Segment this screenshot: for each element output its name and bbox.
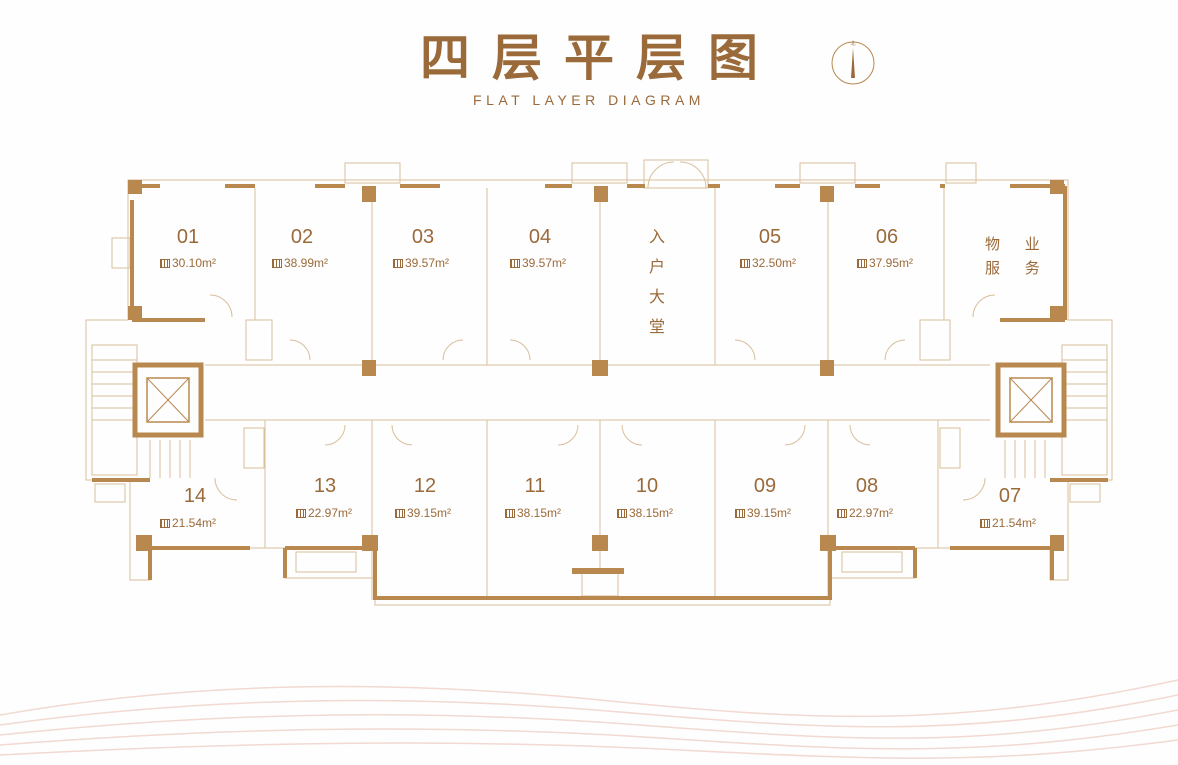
wave-decoration (0, 679, 1178, 759)
area-icon (510, 259, 520, 269)
unit-number: 02 (290, 226, 314, 248)
unit-area: 22.97m² (837, 506, 893, 520)
page-title: 四层平层图 (420, 29, 780, 87)
unit-area: 32.50m² (740, 256, 796, 270)
area-icon (740, 259, 750, 269)
unit-area: 39.57m² (510, 256, 566, 270)
unit-area: 39.57m² (393, 256, 449, 270)
unit-area: 37.95m² (857, 256, 913, 270)
unit-area-value: 37.95m² (869, 256, 914, 270)
unit-area: 21.54m² (980, 516, 1036, 530)
unit-area-value: 39.15m² (407, 506, 452, 520)
unit-number: 13 (313, 475, 337, 497)
unit-number: 04 (528, 226, 552, 248)
unit-area: 38.99m² (272, 256, 328, 270)
compass-label: 北 (850, 40, 855, 47)
service-label-line1: 物 业 (985, 235, 1050, 253)
unit-number: 14 (183, 485, 207, 507)
area-icon (837, 509, 847, 519)
unit-area-value: 39.57m² (405, 256, 450, 270)
unit-area-value: 21.54m² (992, 516, 1037, 530)
compass-icon: 北 (831, 40, 875, 85)
unit-number: 01 (176, 226, 200, 248)
unit-number: 09 (753, 475, 777, 497)
page-subtitle: FLAT LAYER DIAGRAM (473, 92, 705, 108)
area-icon (395, 509, 405, 519)
unit-area: 39.15m² (395, 506, 451, 520)
unit-area-value: 39.15m² (747, 506, 792, 520)
unit-number: 12 (413, 475, 437, 497)
unit-area-value: 30.10m² (172, 256, 217, 270)
area-icon (272, 259, 282, 269)
area-icon (296, 509, 306, 519)
area-icon (735, 509, 745, 519)
unit-area-value: 22.97m² (849, 506, 894, 520)
unit-number: 03 (411, 226, 435, 248)
lobby-label: 入户大堂 (648, 227, 665, 336)
unit-area: 38.15m² (505, 506, 561, 520)
unit-area-value: 32.50m² (752, 256, 797, 270)
unit-number: 10 (635, 475, 659, 497)
title-block: 四层平层图 FLAT LAYER DIAGRAM (0, 28, 1178, 108)
area-icon (857, 259, 867, 269)
unit-area: 30.10m² (160, 256, 216, 270)
unit-area-value: 38.15m² (629, 506, 674, 520)
unit-number: 08 (855, 475, 879, 497)
unit-area-value: 22.97m² (308, 506, 353, 520)
unit-area-value: 21.54m² (172, 516, 217, 530)
service-label-line2: 服 务 (985, 259, 1050, 277)
area-icon (160, 519, 170, 529)
unit-area-value: 38.99m² (284, 256, 329, 270)
unit-area: 39.15m² (735, 506, 791, 520)
area-icon (505, 509, 515, 519)
unit-area: 22.97m² (296, 506, 352, 520)
unit-area-value: 39.57m² (522, 256, 567, 270)
unit-area: 38.15m² (617, 506, 673, 520)
floor-plan (85, 159, 1113, 606)
unit-number: 11 (524, 475, 546, 497)
area-icon (617, 509, 627, 519)
unit-area-value: 38.15m² (517, 506, 562, 520)
unit-number: 05 (758, 226, 782, 248)
unit-area: 21.54m² (160, 516, 216, 530)
area-icon (160, 259, 170, 269)
area-icon (980, 519, 990, 529)
unit-number: 06 (875, 226, 899, 248)
area-icon (393, 259, 403, 269)
unit-number: 07 (998, 485, 1022, 507)
